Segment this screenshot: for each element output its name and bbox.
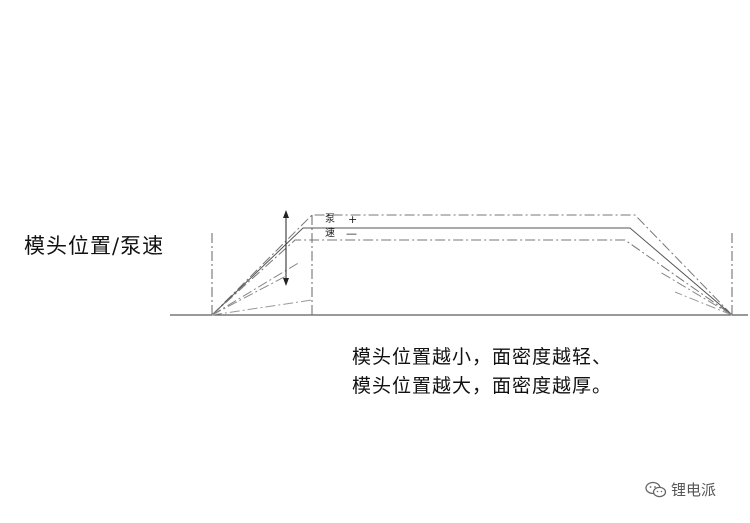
pump-label-bottom: 速 [325,227,335,239]
profile-upper-line [211,214,733,316]
watermark-text: 锂电派 [671,481,717,499]
profile-middle-line [211,227,733,316]
profile-lower-line [211,239,733,316]
caption-line-1: 模头位置越小，面密度越轻、 [352,346,613,368]
right-converge-line-2 [674,291,733,316]
minus-sign: — [346,227,357,240]
adjust-arrow-up-icon [283,210,289,218]
watermark: 锂电派 [645,479,716,500]
wechat-icon [645,481,667,497]
left-converge-line-1 [211,275,287,316]
left-converge-line-2 [211,261,301,316]
caption-line-2: 模头位置越大，面密度越厚。 [352,375,613,397]
adjust-arrow-down-icon [283,278,289,286]
pump-label-top: 泵 [325,213,335,225]
side-axis-label: 模头位置/泵速 [24,234,165,258]
right-converge-line-1 [659,271,733,316]
left-converge-line-3 [211,299,313,316]
plus-sign: + [348,213,357,226]
